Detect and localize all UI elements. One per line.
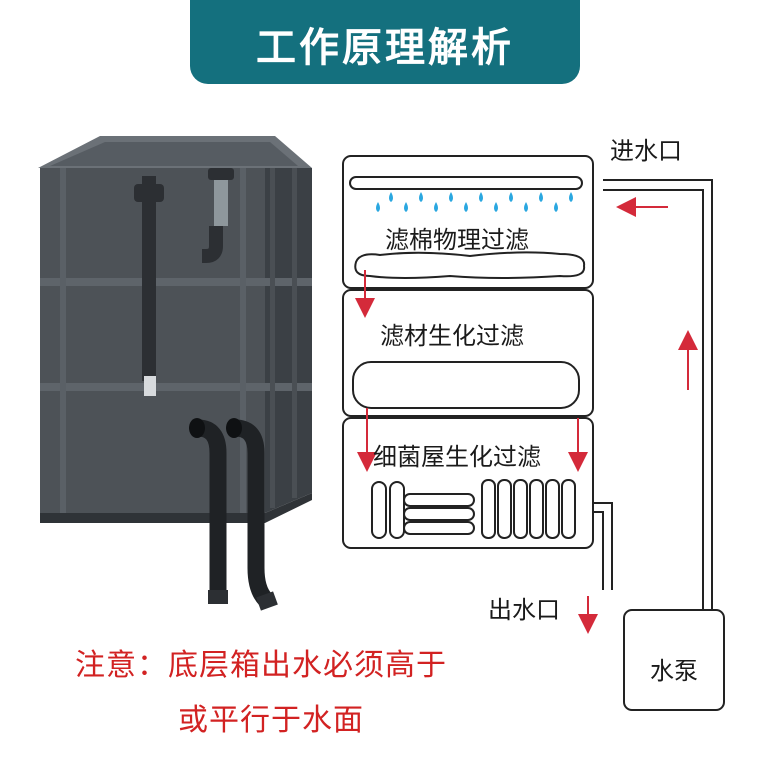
inlet-pipe-outer — [603, 179, 713, 610]
spray-bar — [349, 176, 583, 190]
page-title: 工作原理解析 — [256, 25, 514, 71]
inlet-label: 进水口 — [610, 137, 682, 165]
outlet-pipe-right — [234, 419, 273, 607]
pump-box — [623, 609, 725, 711]
layer-3-label: 细菌屋生化过滤 — [373, 443, 541, 471]
outlet-label: 出水口 — [488, 596, 560, 624]
return-pipe — [142, 176, 156, 381]
notice-line-2: 或平行于水面 — [178, 703, 364, 738]
bacteria-house-media — [371, 479, 576, 539]
layer-2-label: 滤材生化过滤 — [380, 322, 524, 350]
box-side — [265, 168, 312, 513]
outlet-pipe-inner — [593, 511, 604, 590]
transparent-pipe — [214, 170, 228, 226]
filter-cotton — [354, 251, 586, 279]
inlet-pipe-inner — [603, 189, 704, 610]
filter-media-bag — [352, 361, 580, 409]
flow-arrow-icon — [355, 197, 698, 634]
notice-line-1: 注意：底层箱出水必须高于 — [75, 648, 447, 683]
layer-1-label: 滤棉物理过滤 — [385, 226, 529, 254]
filter-box-product-image — [38, 136, 312, 611]
pump-label: 水泵 — [650, 657, 698, 685]
outlet-pipe-outer — [593, 502, 613, 590]
title-banner: 工作原理解析 — [190, 0, 580, 84]
water-drop-icon — [376, 192, 573, 212]
